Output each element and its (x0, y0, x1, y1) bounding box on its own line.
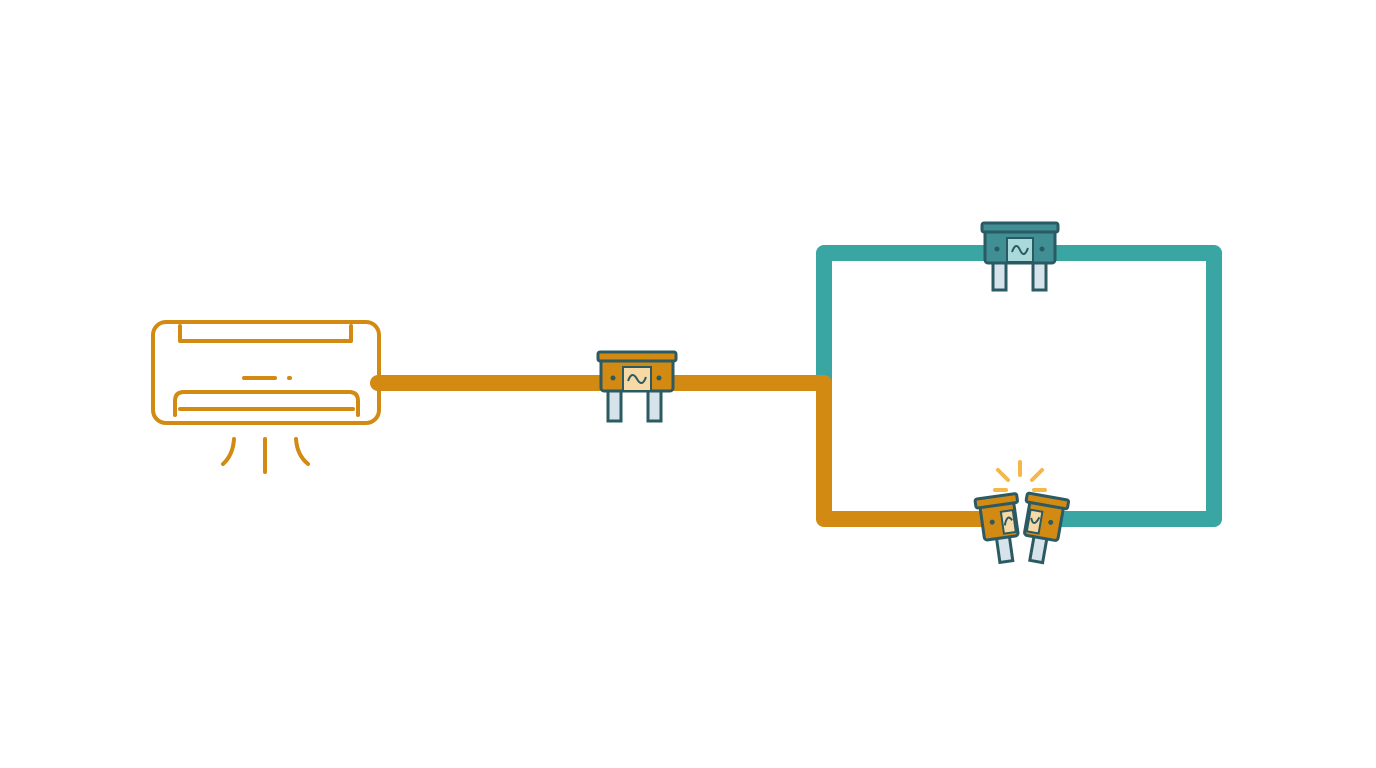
fuse-main-icon (596, 350, 678, 423)
orange-main-wire (370, 375, 993, 527)
teal-loop-wire (816, 245, 1222, 527)
fuse-bottom-blown-icon (973, 491, 1071, 565)
air-conditioner-icon (151, 320, 381, 474)
spark-icon (993, 460, 1047, 492)
fuse-top-icon (980, 221, 1060, 292)
